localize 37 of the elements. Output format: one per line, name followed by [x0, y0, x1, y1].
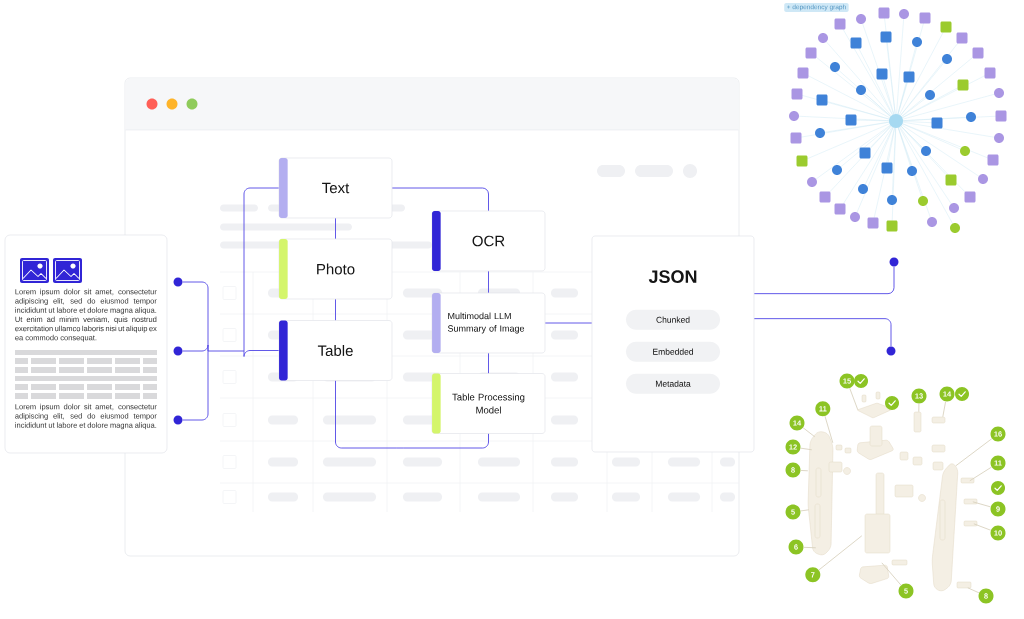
connector-line — [753, 318, 892, 347]
process-box: Table Processing Model — [431, 373, 546, 434]
leader-line — [918, 403, 920, 413]
connector-line — [488, 352, 489, 374]
leader-line — [973, 523, 992, 531]
leader-line — [802, 427, 816, 438]
connector-line — [182, 344, 209, 352]
connector-line — [753, 266, 895, 295]
connector-line — [544, 322, 593, 324]
connector-line — [182, 350, 209, 421]
leader-line — [967, 587, 980, 594]
leader-line — [881, 562, 902, 586]
machine-parts — [807, 391, 978, 592]
connector-line — [488, 270, 489, 294]
connector-line — [335, 298, 336, 321]
process-box: OCR — [431, 210, 546, 272]
leader-line — [849, 387, 859, 411]
process-box: Text — [278, 157, 393, 219]
leader-line — [800, 469, 809, 472]
process-box: Multimodal LLM Summary of Image — [431, 292, 546, 354]
connector-line — [207, 350, 245, 352]
leader-line — [824, 415, 834, 444]
process-box: Table — [278, 320, 393, 381]
connector-line — [243, 350, 280, 357]
leader-line — [942, 401, 947, 418]
connector-line — [243, 187, 280, 352]
leader-line — [818, 535, 863, 571]
leader-line — [969, 466, 992, 482]
leader-line — [803, 546, 817, 549]
leader-line — [955, 438, 993, 467]
leader-line — [800, 447, 813, 451]
process-box: Photo — [278, 238, 393, 300]
connector-line — [335, 380, 489, 449]
connector-line — [335, 217, 336, 240]
leader-line — [972, 501, 992, 508]
leader-line — [800, 509, 810, 512]
connector-line — [391, 187, 489, 212]
